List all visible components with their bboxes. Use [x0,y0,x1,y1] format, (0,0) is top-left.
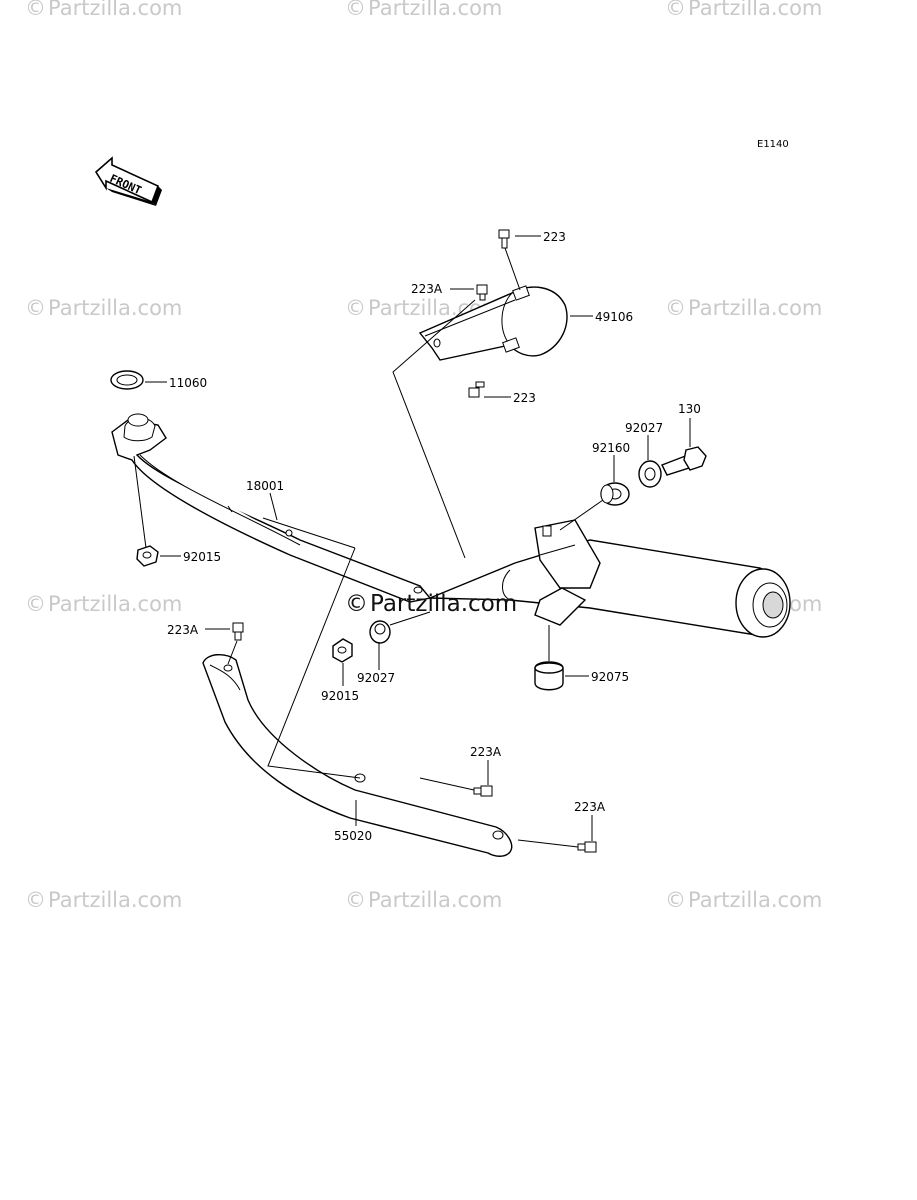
callout-92015: 92015 [321,689,359,703]
watermark-symbol: © [345,0,366,20]
watermark-text: Partzilla.com [688,888,822,912]
assembly-line [227,640,238,665]
callout-18001: 18001 [246,479,284,493]
watermark-text: Partzilla.com [688,296,822,320]
muffler [429,519,791,638]
watermark: ©Partzilla.com [25,592,182,616]
assembly-line [389,611,431,626]
callout-92027: 92027 [625,421,663,435]
bolt-223a-bottom [577,841,597,853]
watermark: ©Partzilla.com [345,0,502,20]
assembly-line [419,777,475,791]
watermark-symbol: © [665,0,686,20]
watermark-symbol: © [665,888,686,912]
assembly-line [392,299,476,559]
watermark-symbol: © [25,296,46,320]
watermark: ©Partzilla.com [665,0,822,20]
callout-130: 130 [678,402,701,416]
bolt-223a-lower [473,785,493,797]
grommet-92160 [600,482,630,506]
watermark-text: Partzilla.com [48,888,182,912]
callout-labels: 223 223A 49106 223 11060 130 92027 92160… [167,230,701,843]
bolt-130 [661,446,707,476]
callout-49106: 49106 [595,310,633,324]
gasket-11060 [110,370,144,390]
watermark: ©Partzilla.com [345,888,502,912]
front-arrow-icon: FRONT [94,156,162,206]
callout-92075: 92075 [591,670,629,684]
leader-line [504,247,521,291]
callout-223a: 223A [470,745,502,759]
watermark: ©Partzilla.com [25,888,182,912]
assembly-line [517,839,579,848]
heat-cover-49106 [418,285,568,361]
diagram-id: E1140 [757,139,789,150]
watermark-center-symbol: © [345,591,368,617]
callout-11060: 11060 [169,376,207,390]
callout-55020: 55020 [334,829,372,843]
watermark-symbol: © [25,888,46,912]
watermark: ©Partzilla.com [25,0,182,20]
callout-223a: 223A [167,623,199,637]
nut-92015-mid [332,638,353,663]
bolt-223-top [498,229,510,249]
callout-92027: 92027 [357,671,395,685]
leader-line [269,492,278,521]
watermark-text: Partzilla.com [368,0,502,20]
assembly-line [267,547,361,779]
watermark: ©Partzilla.com [25,296,182,320]
rubber-92075 [534,661,564,691]
assembly-line [559,499,604,531]
collar-92027-mid [369,620,391,644]
bolt-223a-left [232,622,244,641]
bolt-223a-top [476,284,488,301]
watermark-text: Partzilla.com [368,888,502,912]
watermark-symbol: © [345,296,366,320]
collar-92027-right [638,460,662,488]
callout-223a: 223A [574,800,606,814]
watermark-text: Partzilla.com [48,592,182,616]
watermark-text: Partzilla.com [48,296,182,320]
watermark-text: Partzilla.com [688,0,822,20]
watermark-text: Partzilla.com [48,0,182,20]
watermark: ©Partzilla.com [665,296,822,320]
watermark-center: © Partzilla.com [345,591,517,617]
callout-223: 223 [543,230,566,244]
watermark-symbol: © [665,296,686,320]
bolt-223-mid [468,381,485,398]
watermark-symbol: © [25,592,46,616]
watermark-symbol: © [345,888,366,912]
callout-223: 223 [513,391,536,405]
callout-92015: 92015 [183,550,221,564]
nut-92015-left [136,545,159,567]
watermark-center-text: Partzilla.com [370,591,517,617]
assembly-line [262,517,356,549]
watermark: ©Partzilla.com [665,888,822,912]
exhaust-pipe-18001 [111,413,432,603]
watermark-symbol: © [25,0,46,20]
watermarks: ©Partzilla.com ©Partzilla.com ©Partzilla… [25,0,822,912]
callout-223a: 223A [411,282,443,296]
assembly-line [133,455,147,549]
callout-92160: 92160 [592,441,630,455]
